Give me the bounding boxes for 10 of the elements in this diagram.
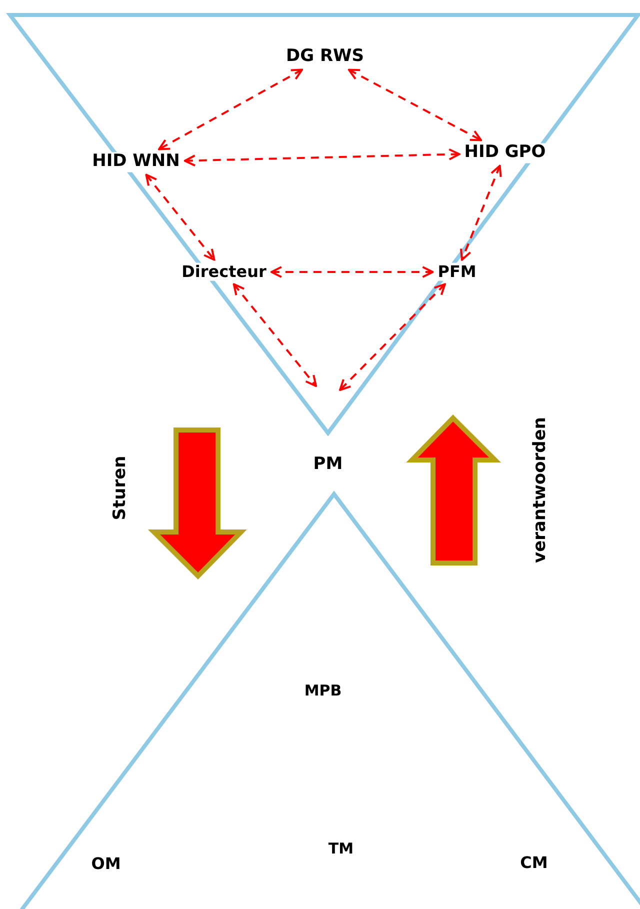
dashed-double-arrow [232, 283, 317, 387]
dashed-double-arrow [270, 266, 434, 278]
dashed-double-arrow [339, 283, 446, 391]
dashed-double-arrow [158, 68, 303, 150]
dashed-double-arrow [460, 164, 502, 261]
dashed-double-arrow [184, 148, 460, 167]
rotated-label: verantwoorden [530, 417, 550, 563]
dashed-double-arrow [145, 174, 216, 261]
rotated-label: Sturen [110, 456, 130, 520]
dashed-double-arrow [348, 68, 482, 142]
